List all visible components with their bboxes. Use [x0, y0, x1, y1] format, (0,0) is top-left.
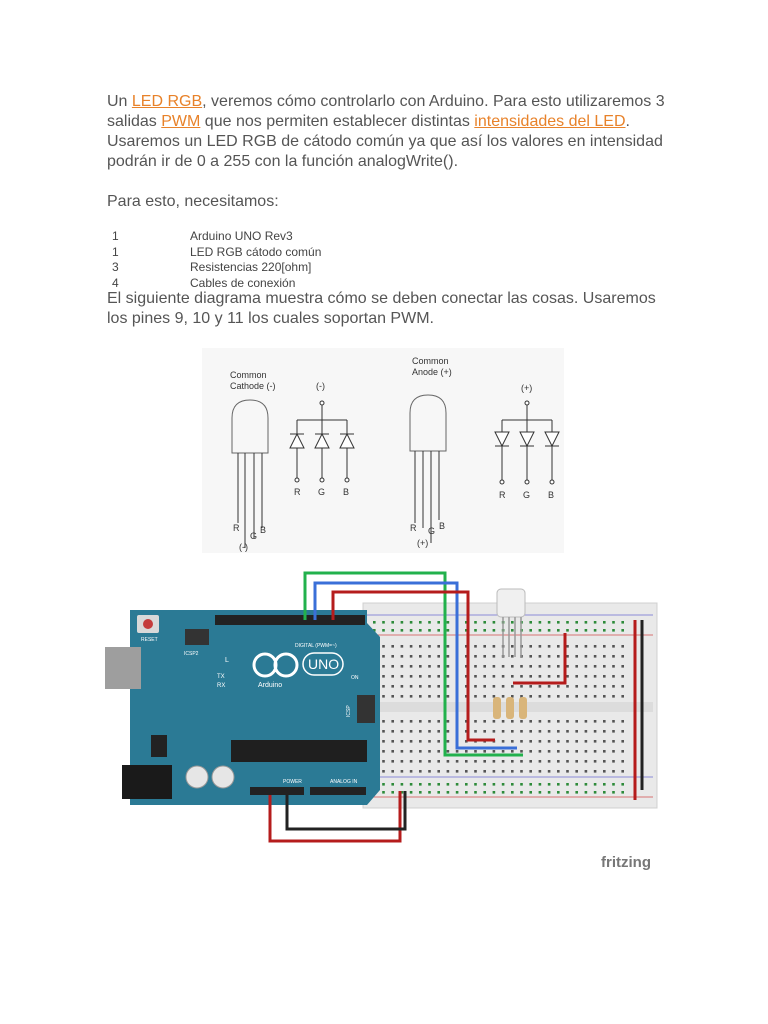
wire-blue — [313, 581, 517, 750]
material-row: 1 Arduino UNO Rev3 — [107, 229, 527, 245]
board-name: UNO — [308, 656, 339, 672]
intensidades-link[interactable]: intensidades del LED — [474, 113, 626, 130]
power-header — [250, 787, 304, 795]
material-qty: 1 — [112, 244, 119, 259]
voltage-regulator — [151, 735, 167, 757]
rgb-led-pinout-diagram: Common Cathode (-) R G B (-) (-) R G B C… — [202, 348, 564, 553]
cathode-minus-label: (-) — [239, 542, 248, 552]
material-row: 1 LED RGB cátodo común — [107, 245, 527, 261]
wire-green — [303, 571, 523, 757]
resistor — [506, 697, 514, 719]
resistor — [493, 697, 501, 719]
resistors — [493, 697, 527, 719]
anode-schematic-b: B — [548, 490, 554, 500]
analog-label: ANALOG IN — [330, 779, 358, 785]
cathode-title-line2: Cathode (-) — [230, 381, 276, 391]
intro-text-3: que nos permiten establecer distintas — [200, 113, 475, 130]
power-label: POWER — [283, 779, 302, 785]
material-qty: 4 — [112, 275, 119, 290]
pwm-link[interactable]: PWM — [161, 113, 201, 130]
material-item: Arduino UNO Rev3 — [190, 229, 293, 243]
anode-plus-label: (+) — [417, 538, 428, 548]
capacitor-2 — [211, 765, 235, 789]
material-item: Cables de conexión — [190, 275, 296, 290]
fritzing-watermark: fritzing — [601, 854, 651, 871]
material-row: 3 Resistencias 220[ohm] — [107, 260, 527, 276]
cathode-schematic-minus: (-) — [316, 381, 325, 391]
anode-g-label: G — [428, 526, 435, 536]
need-paragraph: Para esto, necesitamos: — [107, 193, 279, 210]
microcontroller-chip — [231, 740, 367, 762]
led-rgb-link[interactable]: LED RGB — [131, 93, 203, 110]
material-row: 4 Cables de conexión — [107, 276, 527, 292]
material-qty: 1 — [112, 229, 119, 243]
resistor — [519, 697, 527, 719]
wire-red-5v — [268, 791, 402, 843]
cathode-led-symbol — [231, 399, 269, 548]
intro-text-2: , veremos cómo controlarlo con Arduino. … — [107, 93, 665, 130]
icsp-label: ICSP — [346, 705, 352, 717]
intro-text-1: Un — [107, 93, 132, 110]
cathode-r-label: R — [233, 523, 240, 533]
cathode-schematic-r: R — [294, 487, 301, 497]
wire-black-gnd — [285, 791, 407, 831]
capacitor-1 — [185, 765, 209, 789]
arduino-uno-board: RESET ICSP2 DIGITAL (PWM=~) L TX RX UNO … — [105, 610, 380, 805]
cathode-schematic-g: G — [318, 487, 325, 497]
anode-b-label: B — [439, 521, 445, 531]
arduino-brand: Arduino — [258, 682, 282, 689]
anode-led-symbol — [409, 394, 447, 543]
anode-title-line2: Anode (+) — [412, 367, 452, 377]
intro-paragraph: Un LED RGB, veremos cómo controlarlo con… — [107, 92, 667, 172]
diagram-paragraph: El siguiente diagrama muestra cómo se de… — [107, 290, 656, 327]
icsp-header — [357, 695, 375, 723]
anode-schematic-g: G — [523, 490, 530, 500]
digital-label: DIGITAL (PWM=~) — [295, 643, 337, 649]
digital-header — [215, 615, 365, 625]
icsp2-label: ICSP2 — [184, 651, 199, 657]
fritzing-wiring-diagram: RESET ICSP2 DIGITAL (PWM=~) L TX RX UNO … — [105, 565, 665, 875]
wire-red-signal — [331, 590, 495, 742]
tx-label: TX — [217, 674, 225, 680]
cathode-schematic-b: B — [343, 487, 349, 497]
reset-label: RESET — [141, 637, 158, 643]
icsp2-header — [185, 629, 209, 645]
cathode-b-label: B — [260, 525, 266, 535]
wire-red-led — [513, 633, 567, 685]
analog-header — [310, 787, 366, 795]
intro-text-4: . Usaremos un LED RGB de cátodo común ya… — [107, 113, 663, 170]
power-jack — [122, 765, 172, 799]
anode-schematic-plus: (+) — [521, 383, 532, 393]
anode-title-line1: Common — [412, 356, 449, 366]
wires — [268, 571, 644, 843]
rgb-led — [496, 588, 526, 657]
anode-r-label: R — [410, 523, 417, 533]
on-label: ON — [351, 675, 359, 681]
cathode-g-label: G — [250, 531, 257, 541]
cathode-schematic — [289, 400, 355, 483]
anode-schematic — [494, 400, 560, 485]
cathode-title-line1: Common — [230, 370, 267, 380]
rx-label: RX — [217, 683, 225, 689]
anode-schematic-r: R — [499, 490, 506, 500]
material-qty: 3 — [112, 260, 119, 274]
usb-connector — [105, 647, 141, 689]
material-item: Resistencias 220[ohm] — [190, 260, 312, 274]
l-label: L — [225, 657, 229, 664]
material-item: LED RGB cátodo común — [190, 244, 322, 259]
